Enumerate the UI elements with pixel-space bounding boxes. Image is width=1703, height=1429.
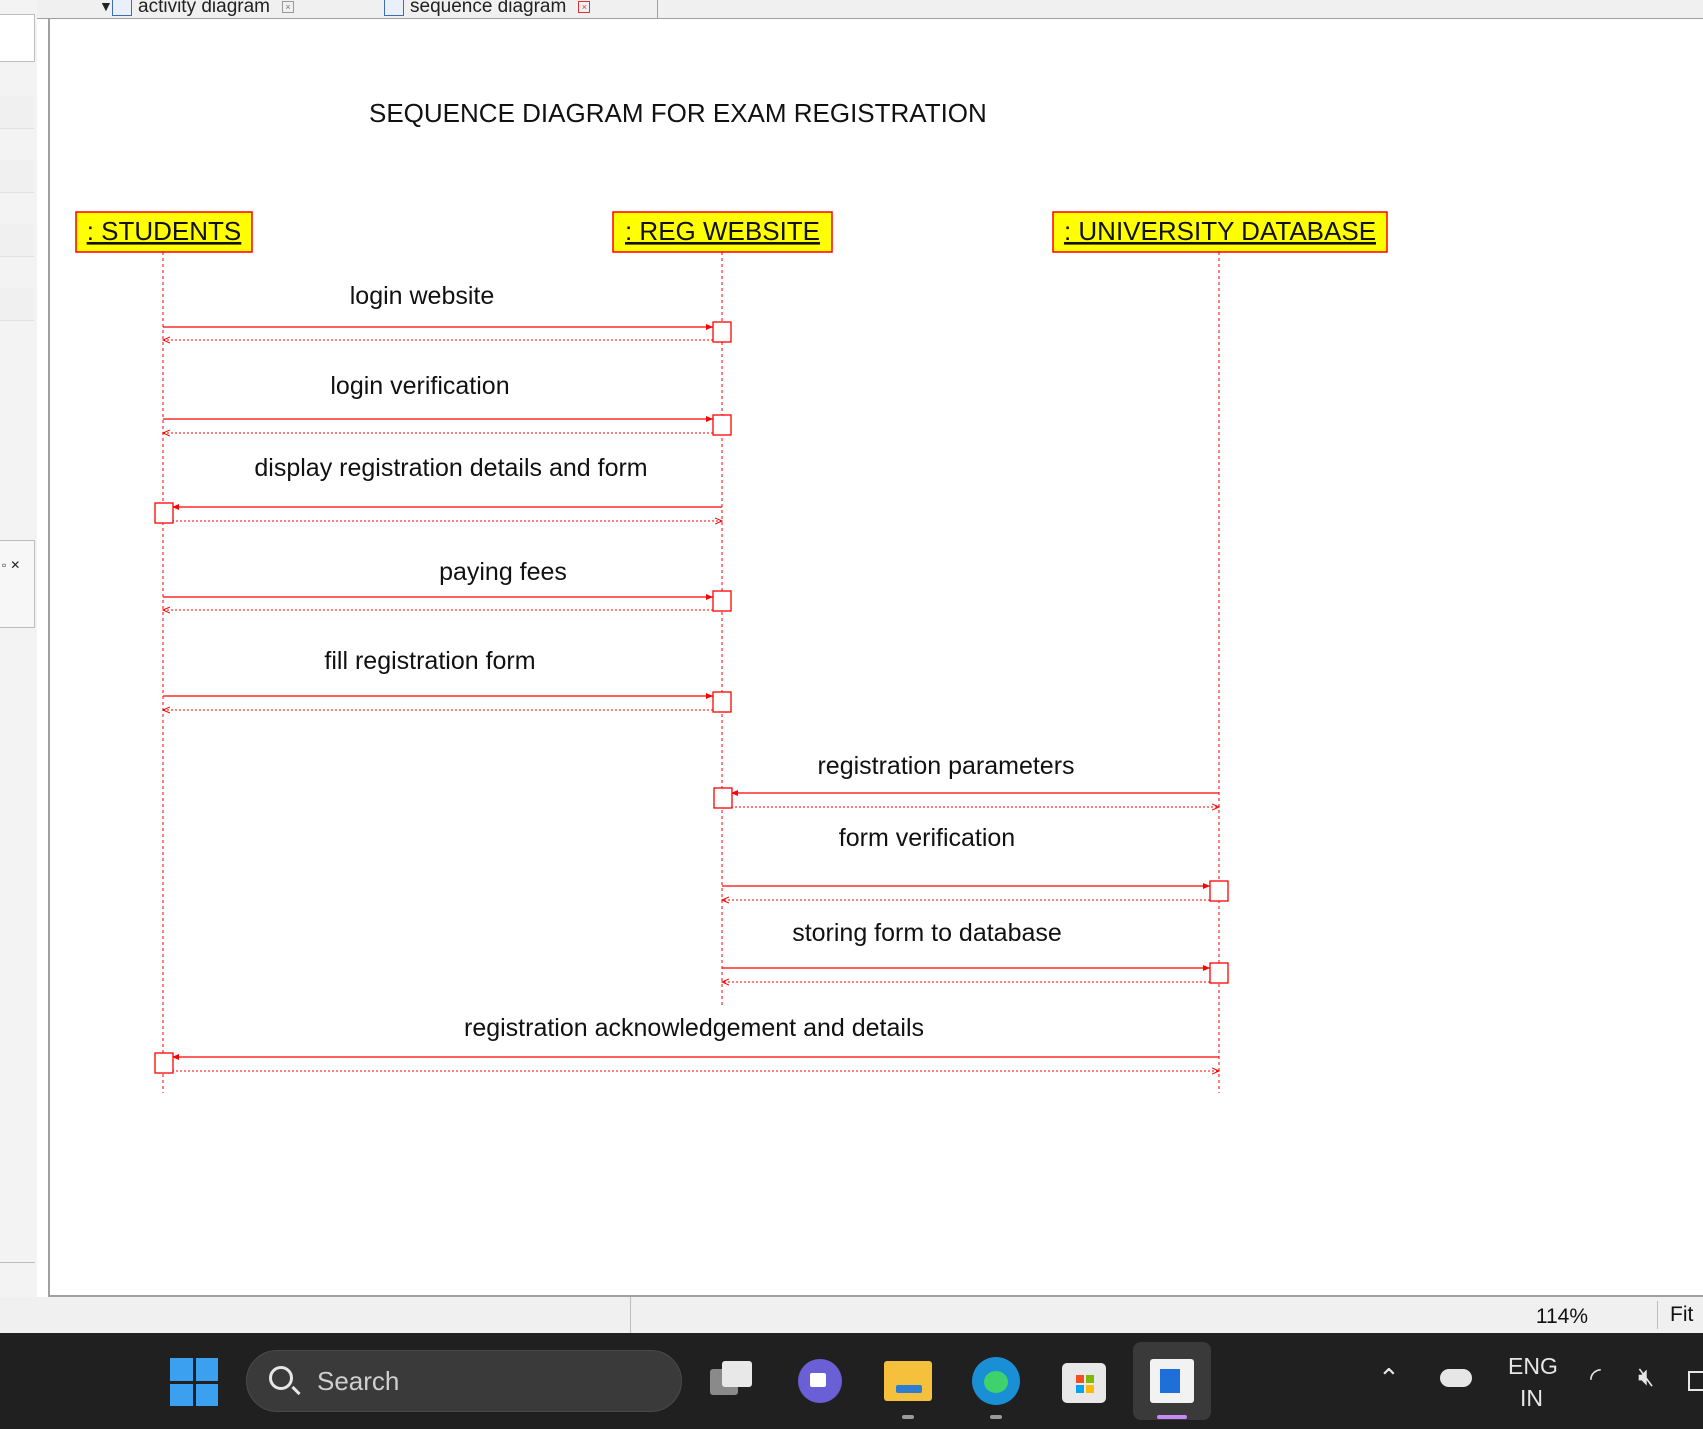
message-label: login website: [350, 282, 495, 310]
tab-label: activity diagram: [138, 0, 270, 17]
message-label: form verification: [839, 824, 1015, 852]
left-panel-row[interactable]: [0, 160, 34, 193]
object-box[interactable]: [75, 211, 253, 253]
tab-sequence-diagram[interactable]: sequence diagram ×: [384, 0, 591, 18]
message-label: login verification: [330, 372, 509, 400]
message-6[interactable]: registration parameters: [713, 752, 1219, 809]
activation-box: [154, 1052, 174, 1074]
diagram-app-icon[interactable]: [1146, 1355, 1198, 1407]
tab-close-icon[interactable]: ×: [578, 1, 591, 13]
message-label: registration parameters: [817, 752, 1074, 780]
message-label: fill registration form: [324, 647, 535, 675]
lifeline-db[interactable]: : UNIVERSITY DATABASE: [1052, 211, 1388, 1093]
store-icon[interactable]: [1058, 1355, 1110, 1407]
left-panel-row[interactable]: [0, 96, 34, 129]
message-3[interactable]: display registration details and form: [154, 454, 722, 524]
diagram-canvas[interactable]: SEQUENCE DIAGRAM FOR EXAM REGISTRATION :…: [48, 19, 1703, 1297]
language-indicator[interactable]: ENG: [1508, 1353, 1558, 1379]
activation-box: [1209, 880, 1229, 902]
activation-box: [712, 590, 732, 612]
sequence-diagram: SEQUENCE DIAGRAM FOR EXAM REGISTRATION :…: [75, 98, 1388, 1093]
left-panel-divider: [0, 1262, 35, 1263]
status-bar: 114% Fit: [0, 1297, 1703, 1333]
activation-box: [712, 414, 732, 436]
fit-button[interactable]: Fit: [1657, 1301, 1703, 1329]
edge-icon[interactable]: [970, 1355, 1022, 1407]
search-icon: [269, 1366, 293, 1390]
tab-separator: [657, 0, 658, 18]
onedrive-cloud-icon[interactable]: [1440, 1369, 1472, 1387]
language-region[interactable]: IN: [1520, 1385, 1543, 1411]
object-label: : UNIVERSITY DATABASE: [1064, 216, 1376, 246]
object-label: : REG WEBSITE: [625, 216, 820, 246]
message-1[interactable]: login website: [163, 282, 732, 343]
lifeline-reg[interactable]: : REG WEBSITE: [612, 211, 833, 1005]
task-view-icon[interactable]: [706, 1355, 758, 1407]
battery-icon[interactable]: [1688, 1371, 1703, 1391]
speaker-muted-icon[interactable]: 🔇︎: [1638, 1361, 1655, 1391]
message-9[interactable]: registration acknowledgement and details: [154, 1014, 1219, 1074]
panel-restore-close-icons[interactable]: ▫✕: [2, 558, 25, 572]
tab-dropdown-icon[interactable]: ▼: [99, 0, 113, 14]
message-5[interactable]: fill registration form: [163, 647, 732, 713]
chevron-up-icon[interactable]: ⌃: [1378, 1363, 1400, 1393]
lifeline-students[interactable]: : STUDENTS: [75, 211, 253, 1093]
activation-box: [1209, 962, 1229, 984]
left-panel: ▫✕: [0, 0, 37, 1300]
left-panel-row[interactable]: [0, 224, 34, 257]
tab-label: sequence diagram: [410, 0, 567, 17]
search-placeholder: Search: [317, 1366, 400, 1396]
object-label: : STUDENTS: [87, 216, 242, 246]
activation-box: [712, 321, 732, 343]
wifi-icon[interactable]: ◜: [1590, 1362, 1601, 1393]
taskbar-search[interactable]: Search: [246, 1350, 682, 1412]
file-explorer-icon[interactable]: [882, 1355, 934, 1407]
message-label: paying fees: [439, 558, 567, 586]
object-box[interactable]: [612, 211, 833, 253]
app-running-indicator: [990, 1415, 1002, 1419]
message-7[interactable]: form verification: [722, 824, 1229, 902]
status-divider: [630, 1297, 631, 1333]
sequence-diagram-icon: [384, 0, 404, 16]
activation-box: [712, 691, 732, 713]
taskbar: Search ⌃ ENG IN ◜ 🔇︎: [0, 1333, 1703, 1429]
left-panel-field[interactable]: [0, 14, 35, 62]
tab-close-icon[interactable]: ×: [282, 1, 294, 13]
message-label: display registration details and form: [254, 454, 647, 482]
object-box[interactable]: [1052, 211, 1388, 253]
message-label: storing form to database: [792, 919, 1062, 947]
chat-icon[interactable]: [794, 1355, 846, 1407]
activity-diagram-icon: [112, 0, 132, 16]
activation-box: [154, 502, 174, 524]
activation-box: [713, 787, 733, 809]
diagram-title: SEQUENCE DIAGRAM FOR EXAM REGISTRATION: [369, 98, 987, 128]
left-panel-dock: [0, 540, 35, 628]
left-panel-row[interactable]: [0, 288, 34, 321]
tab-activity-diagram[interactable]: activity diagram ×: [112, 0, 294, 18]
message-label: registration acknowledgement and details: [464, 1014, 924, 1042]
windows-start-icon[interactable]: [170, 1358, 218, 1406]
message-2[interactable]: login verification: [163, 372, 732, 436]
message-4[interactable]: paying fees: [163, 558, 732, 612]
message-8[interactable]: storing form to database: [722, 919, 1229, 984]
active-app-indicator: [1157, 1415, 1187, 1419]
tab-strip: ▼ activity diagram × sequence diagram ×: [37, 0, 1703, 19]
zoom-level: 114%: [1535, 1305, 1588, 1328]
app-running-indicator: [902, 1415, 914, 1419]
